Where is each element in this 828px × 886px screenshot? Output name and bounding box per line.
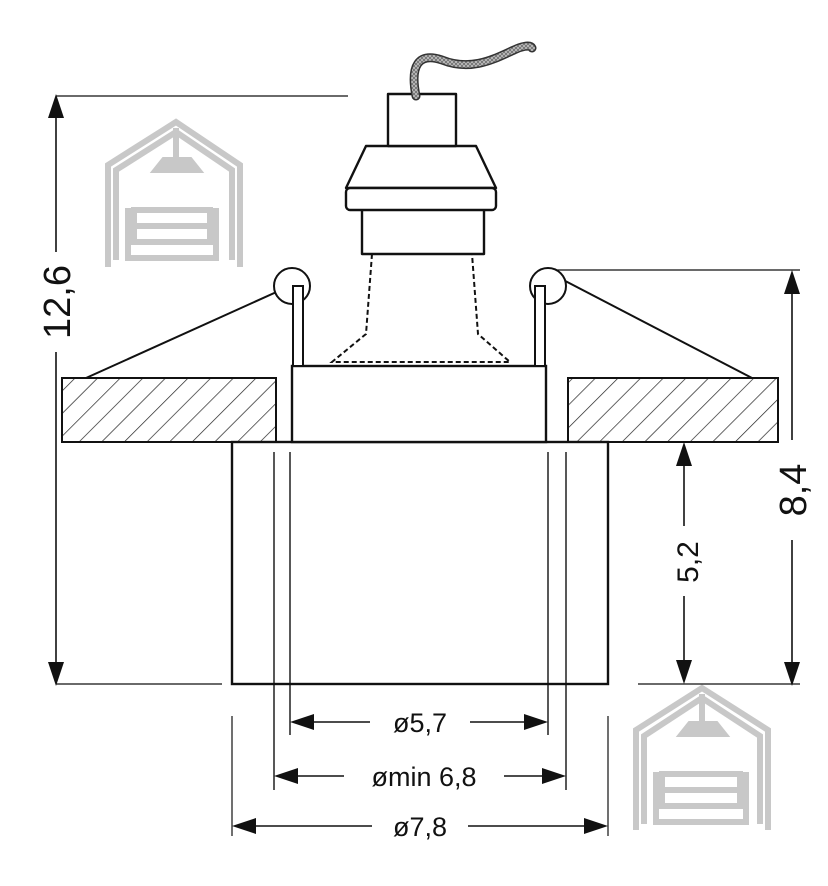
lamp-socket bbox=[344, 92, 498, 256]
ceiling-section-right bbox=[567, 377, 779, 443]
dim-outer-diameter-label: ø7,8 bbox=[393, 812, 447, 842]
spring-clip-left bbox=[85, 267, 311, 379]
watermark-logo-bottom-icon bbox=[633, 684, 771, 830]
dim-total-height bbox=[48, 94, 64, 686]
spring-clip-right bbox=[529, 267, 753, 379]
ceiling-section-left bbox=[61, 377, 277, 443]
dim-side-height-label: 8,4 bbox=[773, 464, 815, 517]
dim-cutout-diameter bbox=[274, 768, 566, 784]
dim-total-height-label: 12,6 bbox=[37, 265, 79, 339]
lamp-collar bbox=[290, 364, 548, 444]
dim-side-height bbox=[784, 270, 800, 686]
power-cable bbox=[409, 41, 537, 101]
bulb-outline bbox=[329, 253, 513, 363]
dim-visible-height bbox=[676, 442, 692, 684]
watermark-logo-top-icon bbox=[105, 118, 243, 267]
extension-lines bbox=[56, 95, 800, 836]
dim-cutout-diameter-label: ømin 6,8 bbox=[371, 762, 476, 792]
dim-visible-height-label: 5,2 bbox=[672, 541, 705, 583]
dim-inner-diameter bbox=[290, 714, 548, 730]
inner-sleeve-lines bbox=[273, 452, 567, 790]
dim-inner-diameter-label: ø5,7 bbox=[393, 708, 447, 738]
dim-outer-diameter bbox=[232, 818, 608, 834]
lamp-housing bbox=[230, 440, 610, 686]
